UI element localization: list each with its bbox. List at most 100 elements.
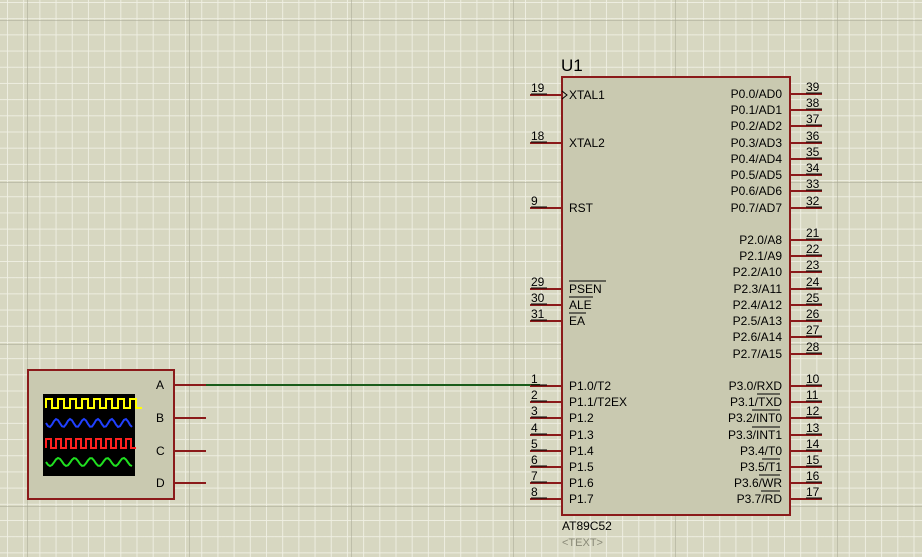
pin-number: 19 [531,81,545,95]
pin-number: 29 [531,275,545,289]
pin-label: P3.3/INT1 [728,428,782,442]
oscilloscope-channel-d[interactable]: D [156,476,206,490]
pin-label: P1.6 [569,476,594,490]
pin-label: XTAL2 [569,136,605,150]
pin-label: P2.5/A13 [733,314,783,328]
pin-label: P0.3/AD3 [731,136,783,150]
pin-number: 13 [806,421,820,435]
oscilloscope-channel-b[interactable]: B [156,411,206,425]
pin-number: 3 [531,404,538,418]
pin-number: 2 [531,388,538,402]
pin-label: P2.6/A14 [733,330,783,344]
mcu-text-placeholder: <TEXT> [562,537,603,549]
oscilloscope-channel-c[interactable]: C [156,444,206,458]
pin-label: P3.4/T0 [740,444,782,458]
pin-number: 8 [531,485,538,499]
pin-label: P2.4/A12 [733,298,783,312]
pin-number: 17 [806,485,820,499]
pin-label: P1.2 [569,411,594,425]
pin-label: P2.2/A10 [733,265,783,279]
pin-number: 12 [806,404,820,418]
channel-label: D [156,476,165,490]
pin-label: PSEN [569,282,602,296]
clock-input-marker [561,90,568,100]
mcu-body[interactable] [561,76,791,516]
pin-label: P2.3/A11 [734,282,783,296]
pin-number: 4 [531,421,538,435]
trace-3 [45,438,136,449]
pin-label: P1.5 [569,460,594,474]
pin-label: P0.0/AD0 [731,87,783,101]
pin-label: P3.7/RD [737,492,783,506]
pin-number: 23 [806,258,820,272]
pin-label: P1.7 [569,492,594,506]
pin-label: P3.2/INT0 [728,411,782,425]
mcu-part-label: AT89C52 [562,519,612,533]
oscilloscope-channel-a[interactable]: A [156,378,206,392]
pin-number: 27 [806,323,820,337]
pin-number: 38 [806,96,820,110]
channel-label: C [156,444,165,458]
channel-label: B [156,411,164,425]
mcu-right-pins: 39P0.0/AD038P0.1/AD137P0.2/AD236P0.3/AD3… [728,80,822,506]
pin-number: 6 [531,453,538,467]
trace-2 [45,417,133,429]
pin-label: P3.1/TXD [730,395,782,409]
pin-number: 33 [806,177,820,191]
pin-label: P1.1/T2EX [569,395,627,409]
pin-number: 16 [806,469,820,483]
pin-label: P0.2/AD2 [731,119,783,133]
pin-number: 34 [806,161,820,175]
pin-number: 31 [531,307,545,321]
pin-number: 32 [806,194,820,208]
pin-number: 14 [806,437,820,451]
pin-number: 22 [806,242,820,256]
oscilloscope[interactable]: A B C D [27,369,206,500]
trace-1 [45,398,142,409]
pin-label: P1.4 [569,444,594,458]
pin-number: 26 [806,307,820,321]
pin-label: P0.4/AD4 [731,152,783,166]
